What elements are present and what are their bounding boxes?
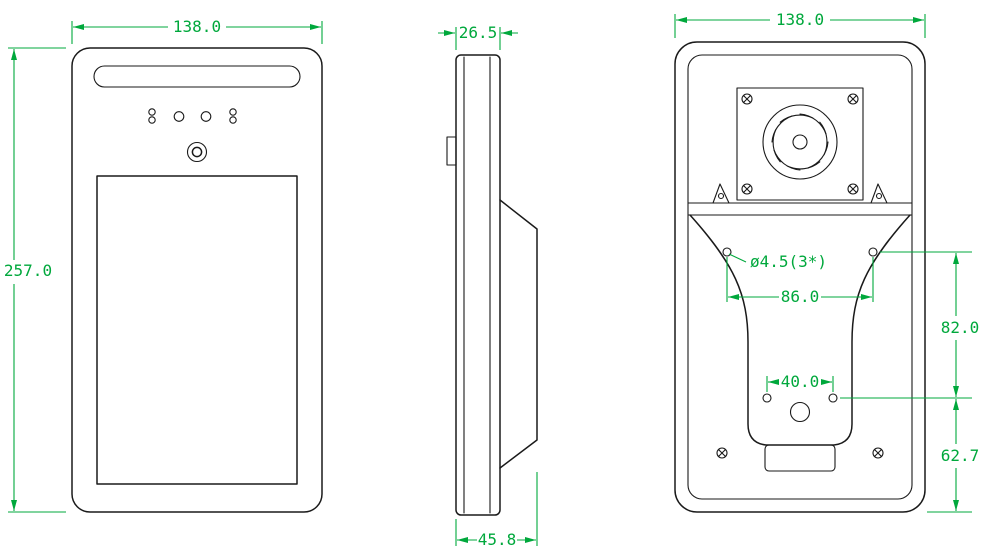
back-view (674, 41, 926, 513)
mounting-bracket (689, 214, 911, 446)
mount-hole-upper-right (868, 247, 878, 257)
camera-sensor-left (173, 111, 185, 122)
lower-span-dimension: 62.7 (927, 399, 980, 513)
back-device-outline (674, 41, 926, 513)
upper-span-label: 82.0 (941, 318, 980, 337)
screen (96, 175, 298, 485)
camera-lens-inner (191, 146, 203, 158)
leader-line (728, 253, 747, 263)
speaker-slot (93, 65, 301, 88)
front-height-dimension: 257.0 (4, 47, 66, 513)
lower-span-label: 62.7 (941, 446, 980, 465)
side-thickness-dimension: 26.5 (438, 23, 518, 50)
mount-hole-upper-left (722, 247, 732, 257)
grille-hub (792, 134, 808, 150)
screw-icon (847, 183, 859, 195)
speaker-panel (736, 87, 864, 201)
ir-led-left-top (148, 108, 156, 116)
back-inner-outline (687, 54, 913, 500)
back-width-label: 138.0 (776, 10, 824, 29)
side-button (446, 136, 457, 166)
front-height-label: 257.0 (4, 261, 52, 280)
front-view (71, 47, 323, 513)
ir-led-right-top (229, 108, 237, 116)
bottom-hole-spacing-dimension: 40.0 (766, 372, 834, 392)
hanger-hook-right (870, 183, 888, 204)
screws (716, 93, 884, 459)
wall-bracket-profile (499, 199, 538, 469)
hanger-hook-left (712, 183, 730, 204)
front-device-outline (71, 47, 323, 513)
screw-icon (741, 183, 753, 195)
screw-icon (716, 447, 728, 459)
front-width-label: 138.0 (173, 17, 221, 36)
camera-lens (186, 141, 208, 163)
hole-spacing-dimension: 86.0 (726, 257, 874, 306)
screw-icon (741, 93, 753, 105)
ir-led-right-bottom (229, 116, 237, 124)
speaker-grille (761, 103, 839, 181)
side-depth-dimension: 45.8 (455, 472, 538, 549)
upper-span-dimension: 82.0 (840, 251, 980, 399)
mount-hole-lower-right (828, 393, 838, 403)
hole-diameter-note: ø4.5(3*) (728, 252, 827, 271)
mount-hole-lower-left (762, 393, 772, 403)
screw-icon (872, 447, 884, 459)
side-thickness-label: 26.5 (459, 23, 498, 42)
side-body-outline (455, 54, 501, 516)
screw-icon (847, 93, 859, 105)
front-width-dimension: 138.0 (71, 17, 323, 44)
grille-outer-ring (762, 104, 838, 180)
camera-sensor-right (200, 111, 212, 122)
cable-hole (789, 401, 811, 423)
ir-led-left-bottom (148, 116, 156, 124)
back-width-dimension: 138.0 (674, 10, 926, 38)
bottom-tab (764, 444, 836, 472)
camera-lens-outer (186, 141, 208, 163)
side-view (446, 54, 538, 516)
side-depth-label: 45.8 (478, 530, 517, 549)
hole-diameter-label: ø4.5(3*) (750, 252, 827, 271)
hole-spacing-label: 86.0 (781, 287, 820, 306)
sensor-row (148, 108, 237, 124)
bottom-hole-spacing-label: 40.0 (781, 372, 820, 391)
